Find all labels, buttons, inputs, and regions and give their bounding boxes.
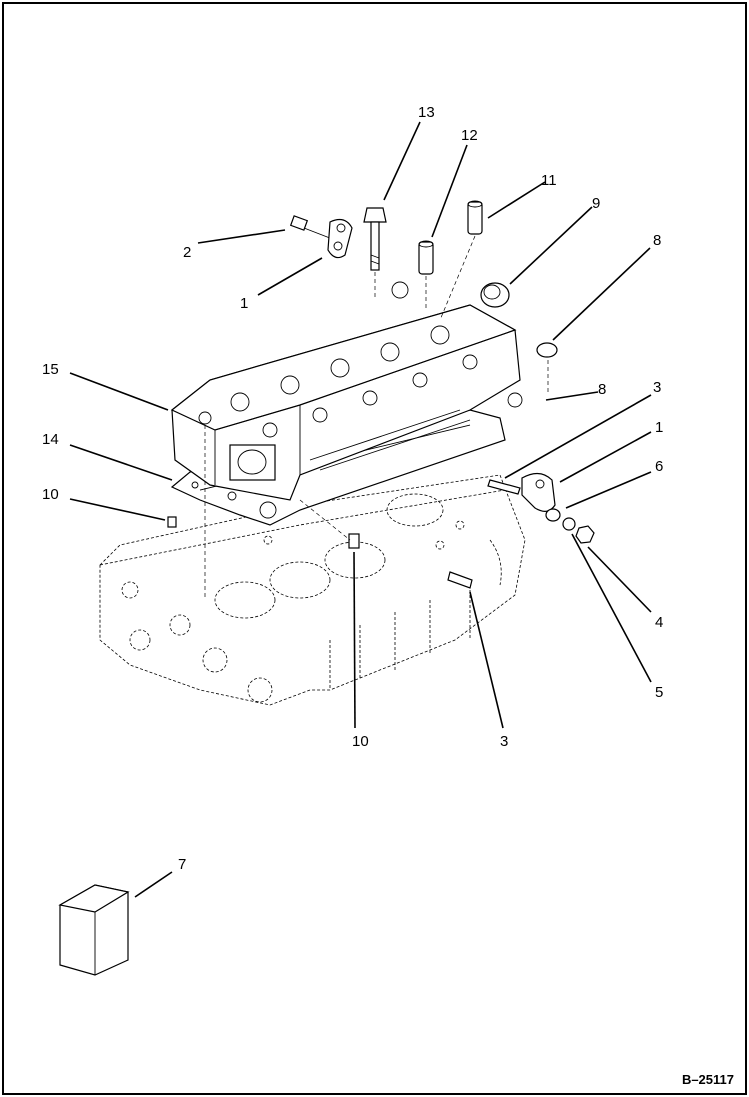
callout-5: 5 [655, 684, 663, 701]
alignment-lines [204, 235, 549, 600]
callout-8-lower: 8 [598, 381, 606, 398]
head-bolt-13 [363, 207, 387, 271]
engine-block-ghost [99, 474, 526, 706]
gasket-kit-7 [58, 884, 130, 976]
stud-10-left [167, 516, 177, 528]
callout-9: 9 [592, 195, 600, 212]
drawing-reference-number: B–25117 [682, 1072, 734, 1087]
cap-8 [536, 342, 558, 358]
stud-3-lower [447, 571, 473, 589]
sleeve-11 [467, 200, 483, 235]
callout-4: 4 [655, 614, 663, 631]
callout-6: 6 [655, 458, 663, 475]
callout-1-lower: 1 [655, 419, 663, 436]
sleeve-12 [418, 240, 434, 275]
callout-2: 2 [183, 244, 191, 261]
callout-10-bottom: 10 [352, 733, 369, 750]
callout-1-upper: 1 [240, 295, 248, 312]
plug-9 [480, 282, 510, 308]
stud-bracket-washers-nut [487, 472, 595, 544]
leader-lines [69, 121, 652, 898]
cylinder-head [170, 281, 523, 501]
stud-10-right [348, 533, 360, 549]
callout-15: 15 [42, 361, 59, 378]
callout-3-upper: 3 [653, 379, 661, 396]
callout-7: 7 [178, 856, 186, 873]
callout-14: 14 [42, 431, 59, 448]
callout-10-left: 10 [42, 486, 59, 503]
callout-3-bottom: 3 [500, 733, 508, 750]
callout-13: 13 [418, 104, 435, 121]
callout-12: 12 [461, 127, 478, 144]
bolt-2-and-bracket-1 [289, 215, 353, 259]
callout-8-upper: 8 [653, 232, 661, 249]
callout-11: 11 [541, 172, 557, 189]
